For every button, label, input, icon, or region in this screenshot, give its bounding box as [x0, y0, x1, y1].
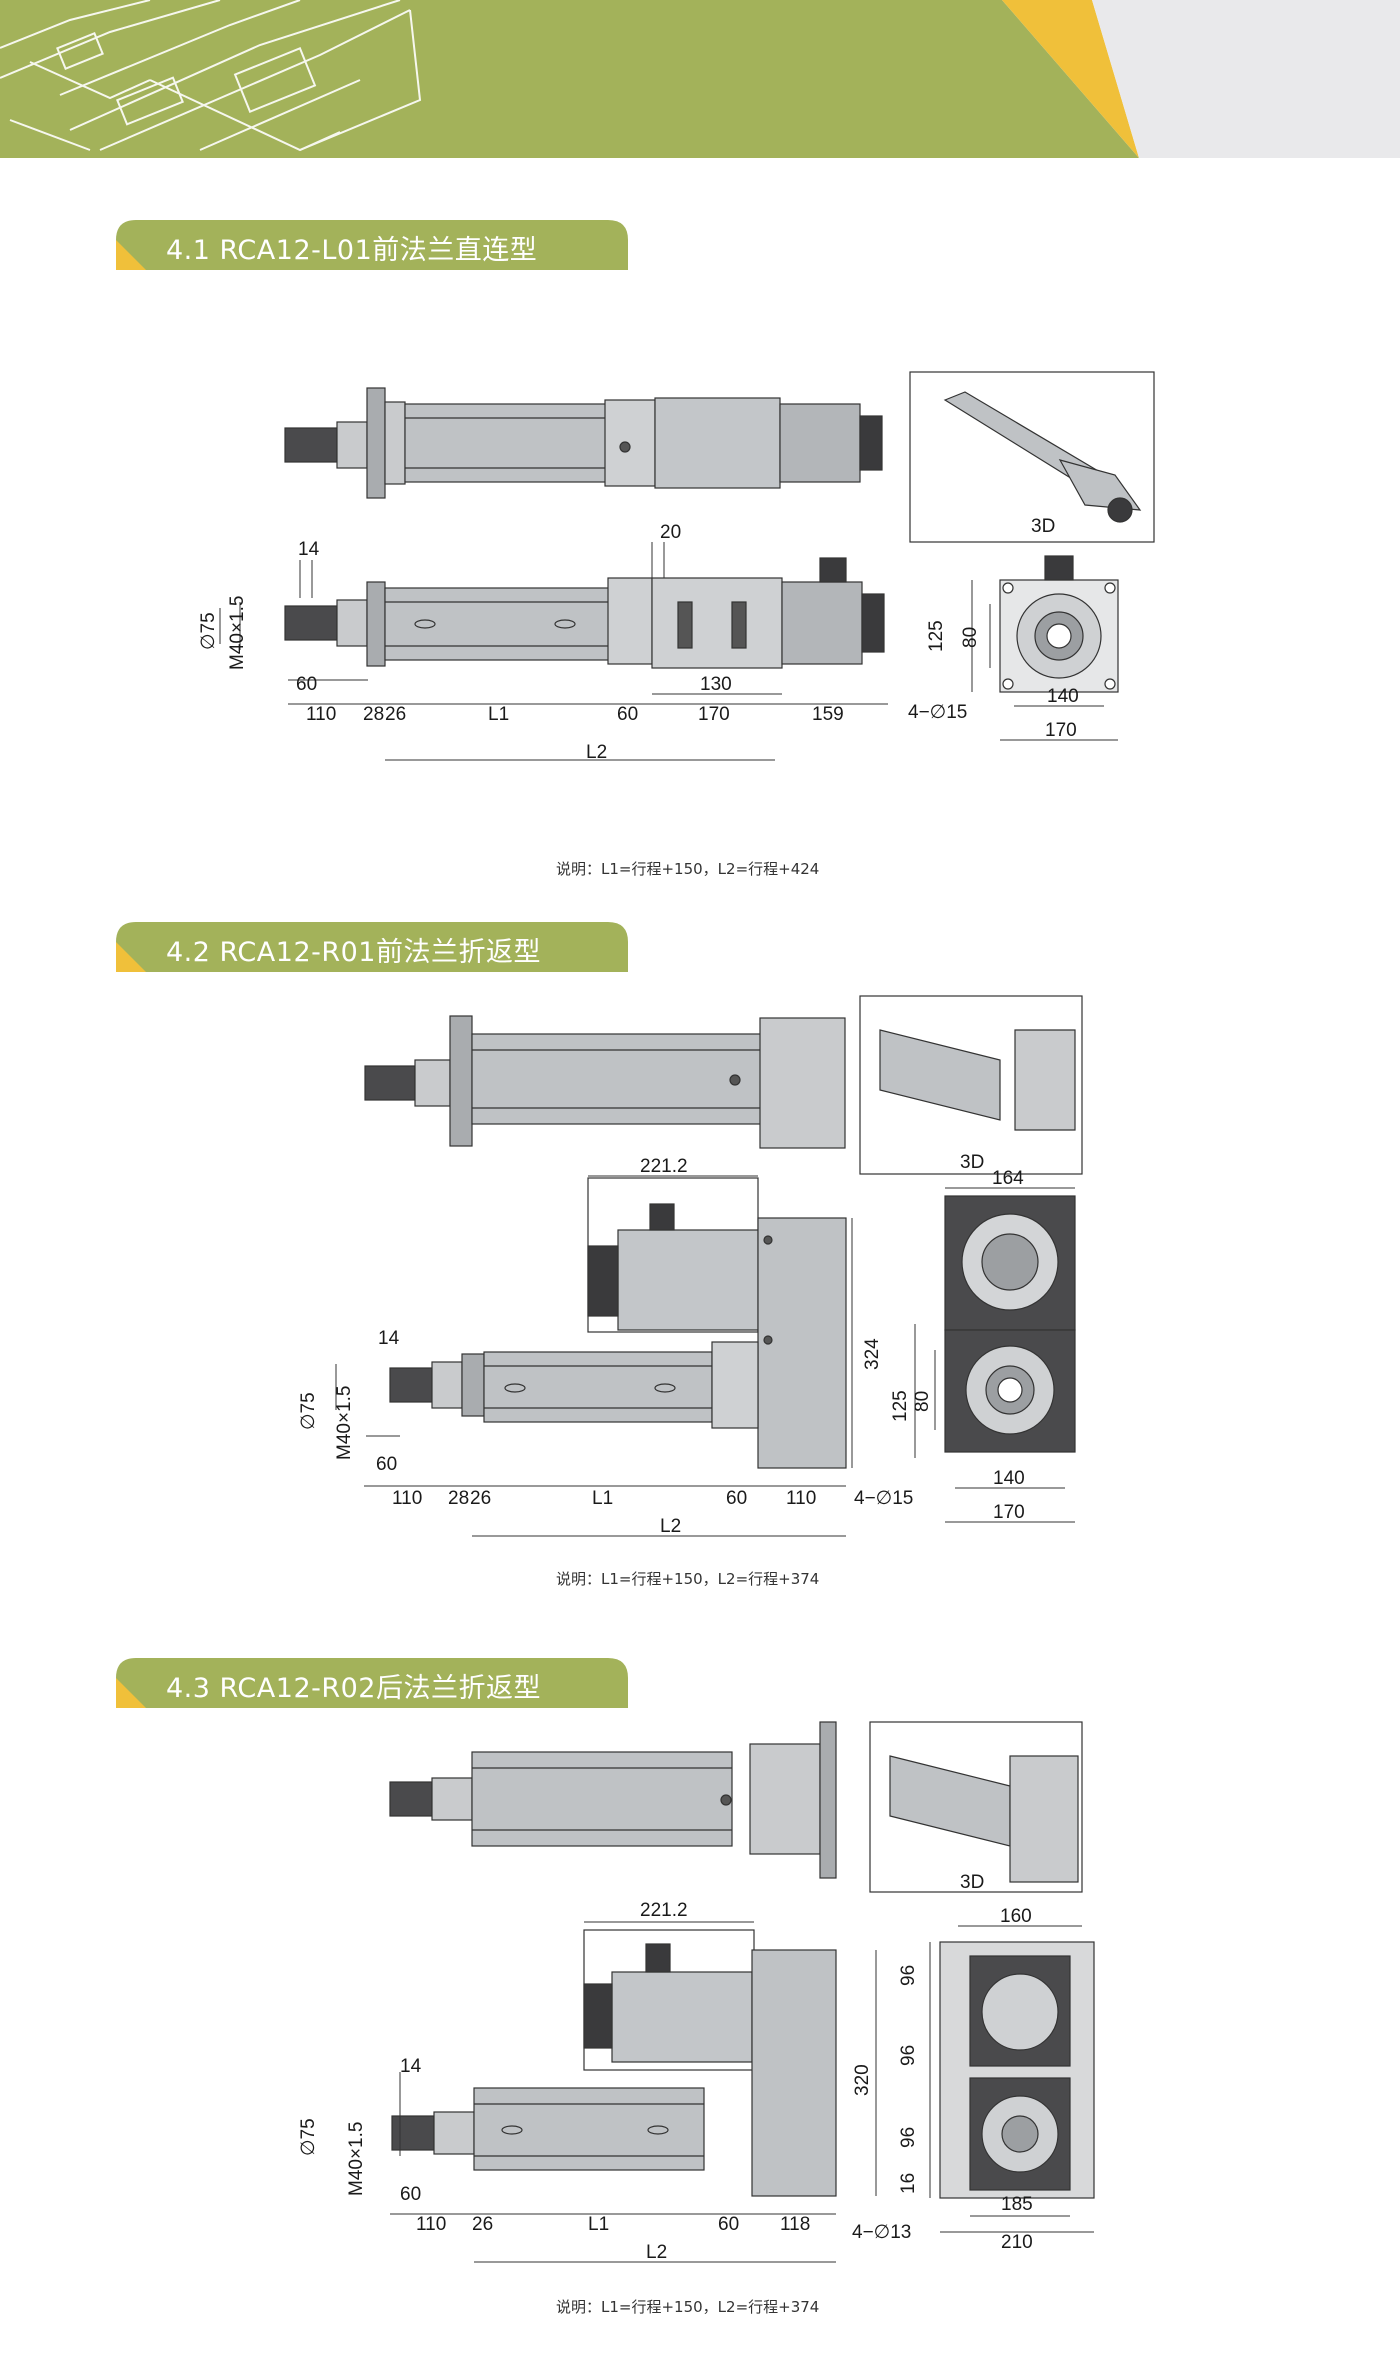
dim-221: 221.2	[640, 1156, 688, 1177]
section-1-title: 4.1 RCA12-L01前法兰直连型	[166, 235, 538, 266]
dim-14: 14	[298, 539, 320, 560]
section-3-note: 说明：L1=行程+150，L2=行程+374	[556, 2298, 820, 2316]
dim-26: 26	[385, 704, 406, 725]
3d-label: 3D	[1031, 516, 1055, 537]
dim-m40: M40×1.5	[334, 1386, 355, 1460]
dim-170: 170	[698, 704, 730, 725]
3d-label: 3D	[960, 1152, 984, 1173]
dim-96-a: 96	[898, 1965, 919, 1986]
dim-170: 170	[993, 1502, 1025, 1523]
dim-110: 110	[416, 2214, 446, 2235]
dim-140: 140	[1047, 686, 1079, 707]
dim-l2: L2	[646, 2242, 667, 2263]
header-banner	[0, 0, 1400, 158]
dim-125: 125	[926, 620, 947, 652]
dim-holes: 4−∅15	[854, 1488, 913, 1509]
dim-d75: ∅75	[198, 612, 219, 650]
dim-26: 26	[470, 1488, 491, 1509]
dim-60-b: 60	[718, 2214, 739, 2235]
dim-210: 210	[1001, 2232, 1033, 2253]
section-2-drawing: 3D 221.2 324 14 M40×1.5 ∅75 60 110 28 26…	[298, 995, 1083, 1537]
dim-26: 26	[472, 2214, 493, 2235]
dim-holes: 4−∅15	[908, 702, 967, 723]
3d-label: 3D	[960, 1872, 984, 1893]
section-3-drawing: 3D 221.2 320 14 M40×1.5 ∅75 60 110 26 L1…	[298, 1721, 1095, 2263]
section-1-drawing: 3D 20 14 M40×1.5 ∅75 60 110 28 26 L1 60 …	[198, 371, 1155, 763]
dim-14: 14	[378, 1328, 400, 1349]
dim-60-a: 60	[400, 2184, 421, 2205]
dim-60-b: 60	[726, 1488, 747, 1509]
dim-60-b: 60	[617, 704, 638, 725]
dim-d75: ∅75	[298, 1392, 319, 1430]
dim-96-b: 96	[898, 2045, 919, 2066]
section-3-header: 4.3 RCA12-R02后法兰折返型	[116, 1658, 628, 1708]
dim-l1: L1	[592, 1488, 613, 1509]
dim-l1: L1	[588, 2214, 609, 2235]
dim-m40: M40×1.5	[227, 596, 248, 670]
dim-60-a: 60	[296, 674, 317, 695]
dim-110: 110	[306, 704, 336, 725]
dim-110-b: 110	[786, 1488, 816, 1509]
dim-80: 80	[960, 627, 981, 648]
dim-118: 118	[780, 2214, 810, 2235]
dim-l1: L1	[488, 704, 509, 725]
dim-185: 185	[1001, 2194, 1033, 2215]
section-3-title: 4.3 RCA12-R02后法兰折返型	[166, 1673, 541, 1704]
dim-324: 324	[862, 1338, 883, 1370]
dim-60-a: 60	[376, 1454, 397, 1475]
actuator-line-art-image	[0, 0, 422, 152]
dim-16: 16	[898, 2173, 919, 2194]
dim-l2: L2	[660, 1516, 681, 1537]
dim-m40: M40×1.5	[346, 2122, 367, 2196]
dim-160: 160	[1000, 1906, 1032, 1927]
dim-d75: ∅75	[298, 2118, 319, 2156]
dim-l2: L2	[586, 742, 607, 763]
dim-170-end: 170	[1045, 720, 1077, 741]
dim-14: 14	[400, 2056, 422, 2077]
dim-80: 80	[912, 1391, 933, 1412]
dim-140: 140	[993, 1468, 1025, 1489]
dim-164: 164	[992, 1168, 1024, 1189]
dim-130: 130	[700, 674, 732, 695]
dim-96-c: 96	[898, 2127, 919, 2148]
dim-221: 221.2	[640, 1900, 688, 1921]
section-2-note: 说明：L1=行程+150，L2=行程+374	[556, 1570, 820, 1588]
dim-holes: 4−∅13	[852, 2222, 911, 2243]
section-2-header: 4.2 RCA12-R01前法兰折返型	[116, 922, 628, 972]
dim-125: 125	[890, 1390, 911, 1422]
section-1-note: 说明：L1=行程+150，L2=行程+424	[556, 860, 820, 878]
dim-110: 110	[392, 1488, 422, 1509]
section-2-title: 4.2 RCA12-R01前法兰折返型	[166, 937, 541, 968]
dim-28: 28	[363, 704, 384, 725]
dim-28: 28	[448, 1488, 469, 1509]
section-1-header: 4.1 RCA12-L01前法兰直连型	[116, 220, 628, 270]
dim-159: 159	[812, 704, 844, 725]
dim-20: 20	[660, 522, 681, 543]
dim-320: 320	[852, 2064, 873, 2096]
